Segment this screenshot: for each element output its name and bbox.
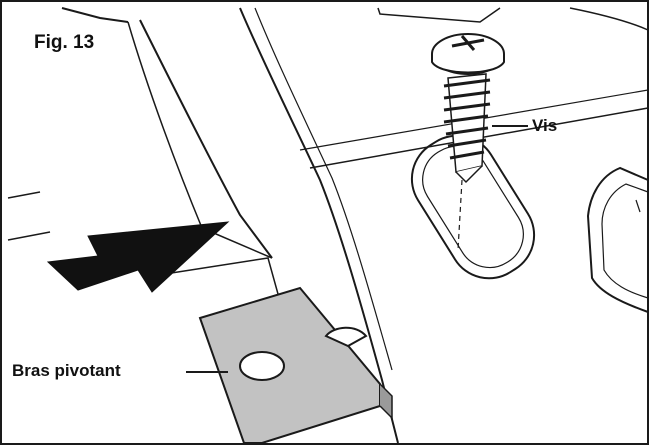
screw-slot-inner [422,145,524,269]
right-component-inner [601,183,649,299]
screw-threads [443,78,491,160]
screw-tip [455,165,483,184]
pivot-arm-hole-1 [239,351,285,381]
pivot-arm-hole-2 [324,326,368,348]
screw-callout: Vis [532,116,558,135]
right-component-outer [586,166,649,313]
pivot-arm-plate-edge [379,383,393,420]
top-right-edge [569,7,649,31]
screw-slot [410,134,536,280]
screw-head-side [431,54,505,74]
top-recess [377,7,501,23]
pivot-arm-plate [198,286,381,444]
panel-edge-top [61,7,129,23]
channel-wall-outer-2 [254,7,393,371]
channel-wall-inner-2 [127,21,203,229]
panel-edge-left [7,191,41,199]
panel-edge-left-lower [7,231,51,241]
channel-wall-outer [239,7,399,444]
figure-label: Fig. 13 [34,32,95,53]
right-component-detail [635,199,641,213]
channel-wall-inner [139,19,273,259]
screw [431,33,505,184]
pivot-arm-callout: Bras pivotant [12,361,121,380]
alignment-dashed-line [457,179,463,251]
screw-slot-cross [451,35,485,51]
ledge-edge-lower [164,257,279,295]
direction-arrow [46,221,230,293]
